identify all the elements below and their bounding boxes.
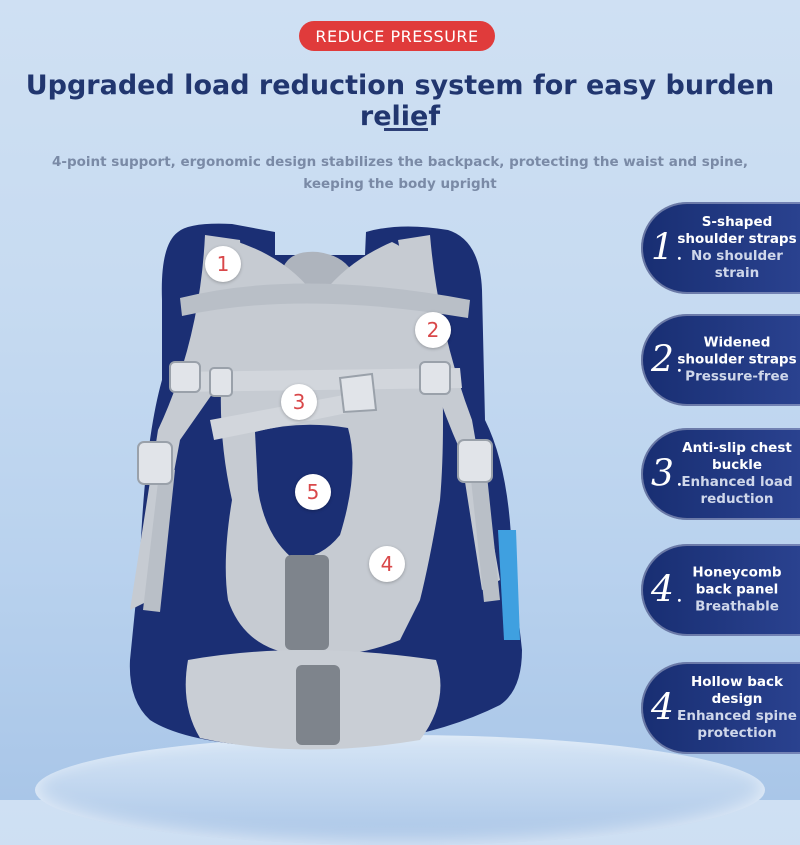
left-strap-buckle	[169, 361, 201, 393]
feature-card-1: 1 S-shaped shoulder straps No shoulder s…	[641, 202, 800, 294]
feature-title: Hollow back design	[690, 674, 784, 707]
marker-3: 3	[281, 384, 317, 420]
subtitle: 4-point support, ergonomic design stabil…	[30, 151, 770, 195]
left-webbing	[143, 465, 175, 612]
feature-card-4: 4 Honeycomb back panel Breathable	[641, 544, 800, 636]
feature-title: Anti-slip chest buckle	[682, 440, 792, 473]
side-pocket-accent	[498, 530, 520, 640]
feature-desc: No shoulder strain	[691, 248, 783, 281]
feature-number: 4	[651, 570, 683, 611]
subtitle-line-1: 4-point support, ergonomic design stabil…	[51, 154, 749, 170]
feature-desc: Pressure-free	[685, 368, 789, 385]
marker-4: 4	[369, 546, 405, 582]
feature-number: 3	[651, 454, 683, 495]
center-strap-buckle	[209, 367, 233, 397]
top-band	[180, 283, 470, 318]
lumbar-mesh	[296, 665, 340, 745]
feature-desc: Enhanced load reduction	[681, 474, 793, 507]
right-side-buckle	[457, 439, 493, 483]
mesh-strip	[285, 555, 329, 650]
feature-title: Honeycomb back panel	[692, 564, 782, 598]
marker-2: 2	[415, 312, 451, 348]
feature-number: 2	[651, 340, 683, 381]
subtitle-line-2: keeping the body upright	[303, 176, 497, 192]
feature-number: 1	[651, 228, 683, 269]
chest-strap	[172, 368, 462, 392]
chest-buckle	[338, 372, 378, 414]
marker-1: 1	[205, 246, 241, 282]
feature-title: S-shaped shoulder straps	[677, 214, 797, 247]
title-divider	[384, 128, 428, 131]
right-strap-buckle	[419, 361, 451, 395]
feature-card-2: 2 Widened shoulder straps Pressure-free	[641, 314, 800, 406]
reduce-pressure-badge: REDUCE PRESSURE	[299, 21, 495, 51]
feature-title: Widened shoulder straps	[677, 334, 797, 368]
right-webbing	[470, 466, 500, 602]
feature-card-5: 4 Hollow back design Enhanced spine prot…	[641, 662, 800, 754]
chest-strap-lower	[210, 392, 362, 440]
feature-desc: Enhanced spine protection	[677, 708, 797, 741]
left-side-buckle	[137, 441, 173, 485]
feature-number: 4	[651, 688, 683, 729]
marker-5: 5	[295, 474, 331, 510]
page-title: Upgraded load reduction system for easy …	[25, 70, 775, 132]
feature-desc: Breathable	[695, 598, 779, 615]
feature-card-3: 3 Anti-slip chest buckle Enhanced load r…	[641, 428, 800, 520]
